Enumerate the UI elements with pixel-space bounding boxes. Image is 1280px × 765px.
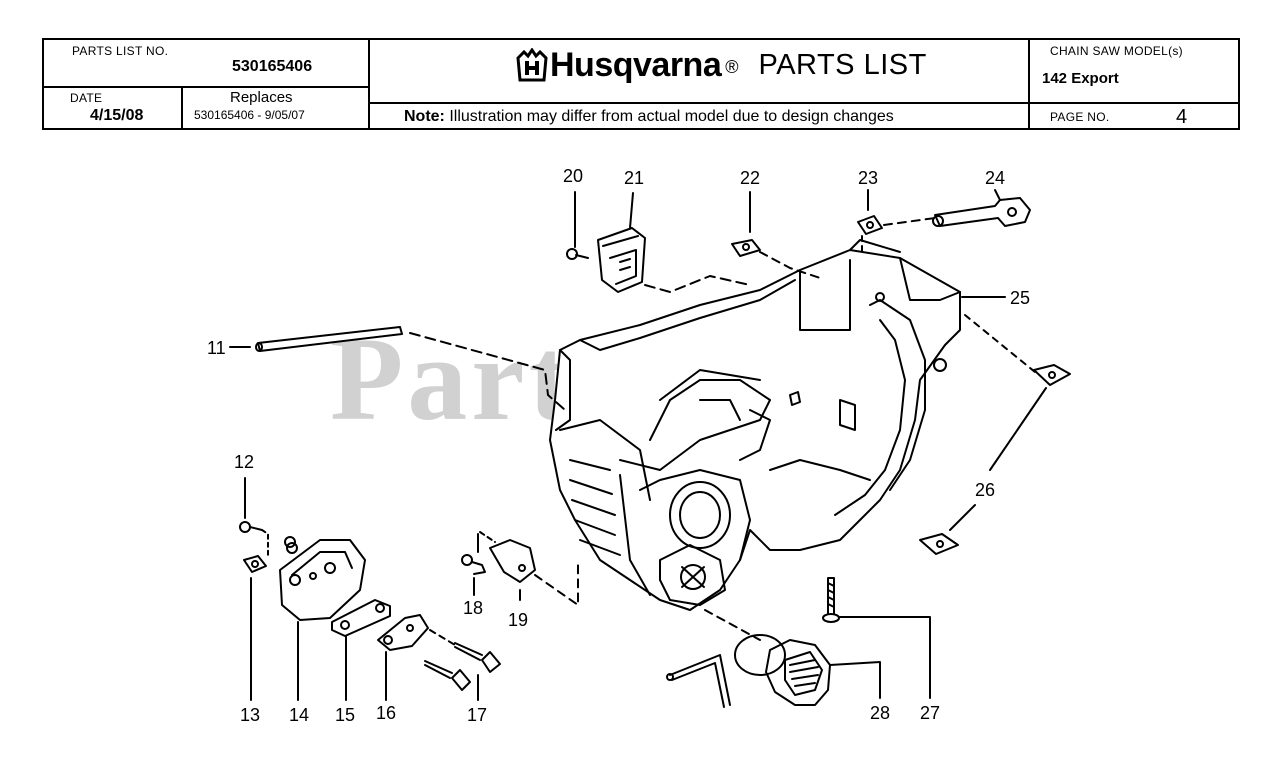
callout-11: 11 xyxy=(207,338,226,358)
parts-list-no-label: PARTS LIST NO. xyxy=(72,44,169,58)
part-19-clip xyxy=(489,539,536,583)
part-14-plate xyxy=(279,536,366,621)
callout-24: 24 xyxy=(985,168,1006,188)
divider xyxy=(368,40,370,128)
date-value: 4/15/08 xyxy=(90,107,144,124)
part-21-bracket xyxy=(597,227,646,293)
brand-name: Husqvarna xyxy=(550,46,722,84)
callout-28: 28 xyxy=(870,703,891,723)
crankcase-housing xyxy=(549,239,961,611)
replaces-label: Replaces xyxy=(230,89,293,106)
divider xyxy=(181,86,183,128)
replaces-value: 530165406 - 9/05/07 xyxy=(194,108,305,122)
callout-20: 20 xyxy=(563,166,584,186)
registered-mark: ® xyxy=(725,57,739,77)
callout-14: 14 xyxy=(289,705,310,725)
callout-27: 27 xyxy=(920,703,941,723)
divider xyxy=(368,102,1028,104)
callout-15: 15 xyxy=(335,705,356,725)
divider xyxy=(44,86,368,88)
part-13-nut xyxy=(243,555,267,573)
callout-22: 22 xyxy=(740,168,761,188)
parts-list-header: PARTS LIST NO. 530165406 DATE 4/15/08 Re… xyxy=(42,38,1240,130)
callout-13: 13 xyxy=(240,705,261,725)
parts-list-no: 530165406 xyxy=(232,58,313,75)
part-22-nut xyxy=(731,239,761,257)
husqvarna-crown-logo-icon xyxy=(516,47,548,81)
callout-21: 21 xyxy=(624,168,645,188)
part-24-tensioner xyxy=(932,197,1031,227)
note-text: Illustration may differ from actual mode… xyxy=(449,108,894,125)
part-20-screw xyxy=(566,248,589,260)
part-28-oil-cap xyxy=(666,634,831,708)
divider xyxy=(1028,40,1030,128)
part-12-screw xyxy=(239,521,263,533)
document-title: PARTS LIST xyxy=(758,49,927,81)
callout-19: 19 xyxy=(508,610,529,630)
part-18-screw xyxy=(461,554,486,575)
note-label: Note: xyxy=(404,108,445,125)
part-27-bolt xyxy=(822,577,840,623)
divider xyxy=(1028,102,1240,104)
exploded-parts-diagram xyxy=(229,189,1071,708)
part-11-pin xyxy=(255,326,403,352)
date-label: DATE xyxy=(70,91,103,105)
part-17-screws xyxy=(424,642,501,691)
callout-17: 17 xyxy=(467,705,488,725)
part-15-washer xyxy=(331,599,391,637)
callout-26: 26 xyxy=(975,480,996,500)
callout-23: 23 xyxy=(858,168,879,188)
brand-title: Husqvarna ® PARTS LIST xyxy=(514,46,927,85)
model-value: 142 Export xyxy=(1042,70,1119,87)
page-label: PAGE NO. xyxy=(1050,110,1110,124)
callout-18: 18 xyxy=(463,598,484,618)
part-16-adjuster xyxy=(377,614,429,651)
model-label: CHAIN SAW MODEL(s) xyxy=(1050,44,1183,58)
callout-16: 16 xyxy=(376,703,397,723)
note: Note: Illustration may differ from actua… xyxy=(404,108,894,126)
part-23-nut xyxy=(857,215,883,235)
part-26-nuts xyxy=(919,364,1071,555)
page-number: 4 xyxy=(1176,106,1188,128)
callout-12: 12 xyxy=(234,452,255,472)
callout-25: 25 xyxy=(1010,288,1031,308)
